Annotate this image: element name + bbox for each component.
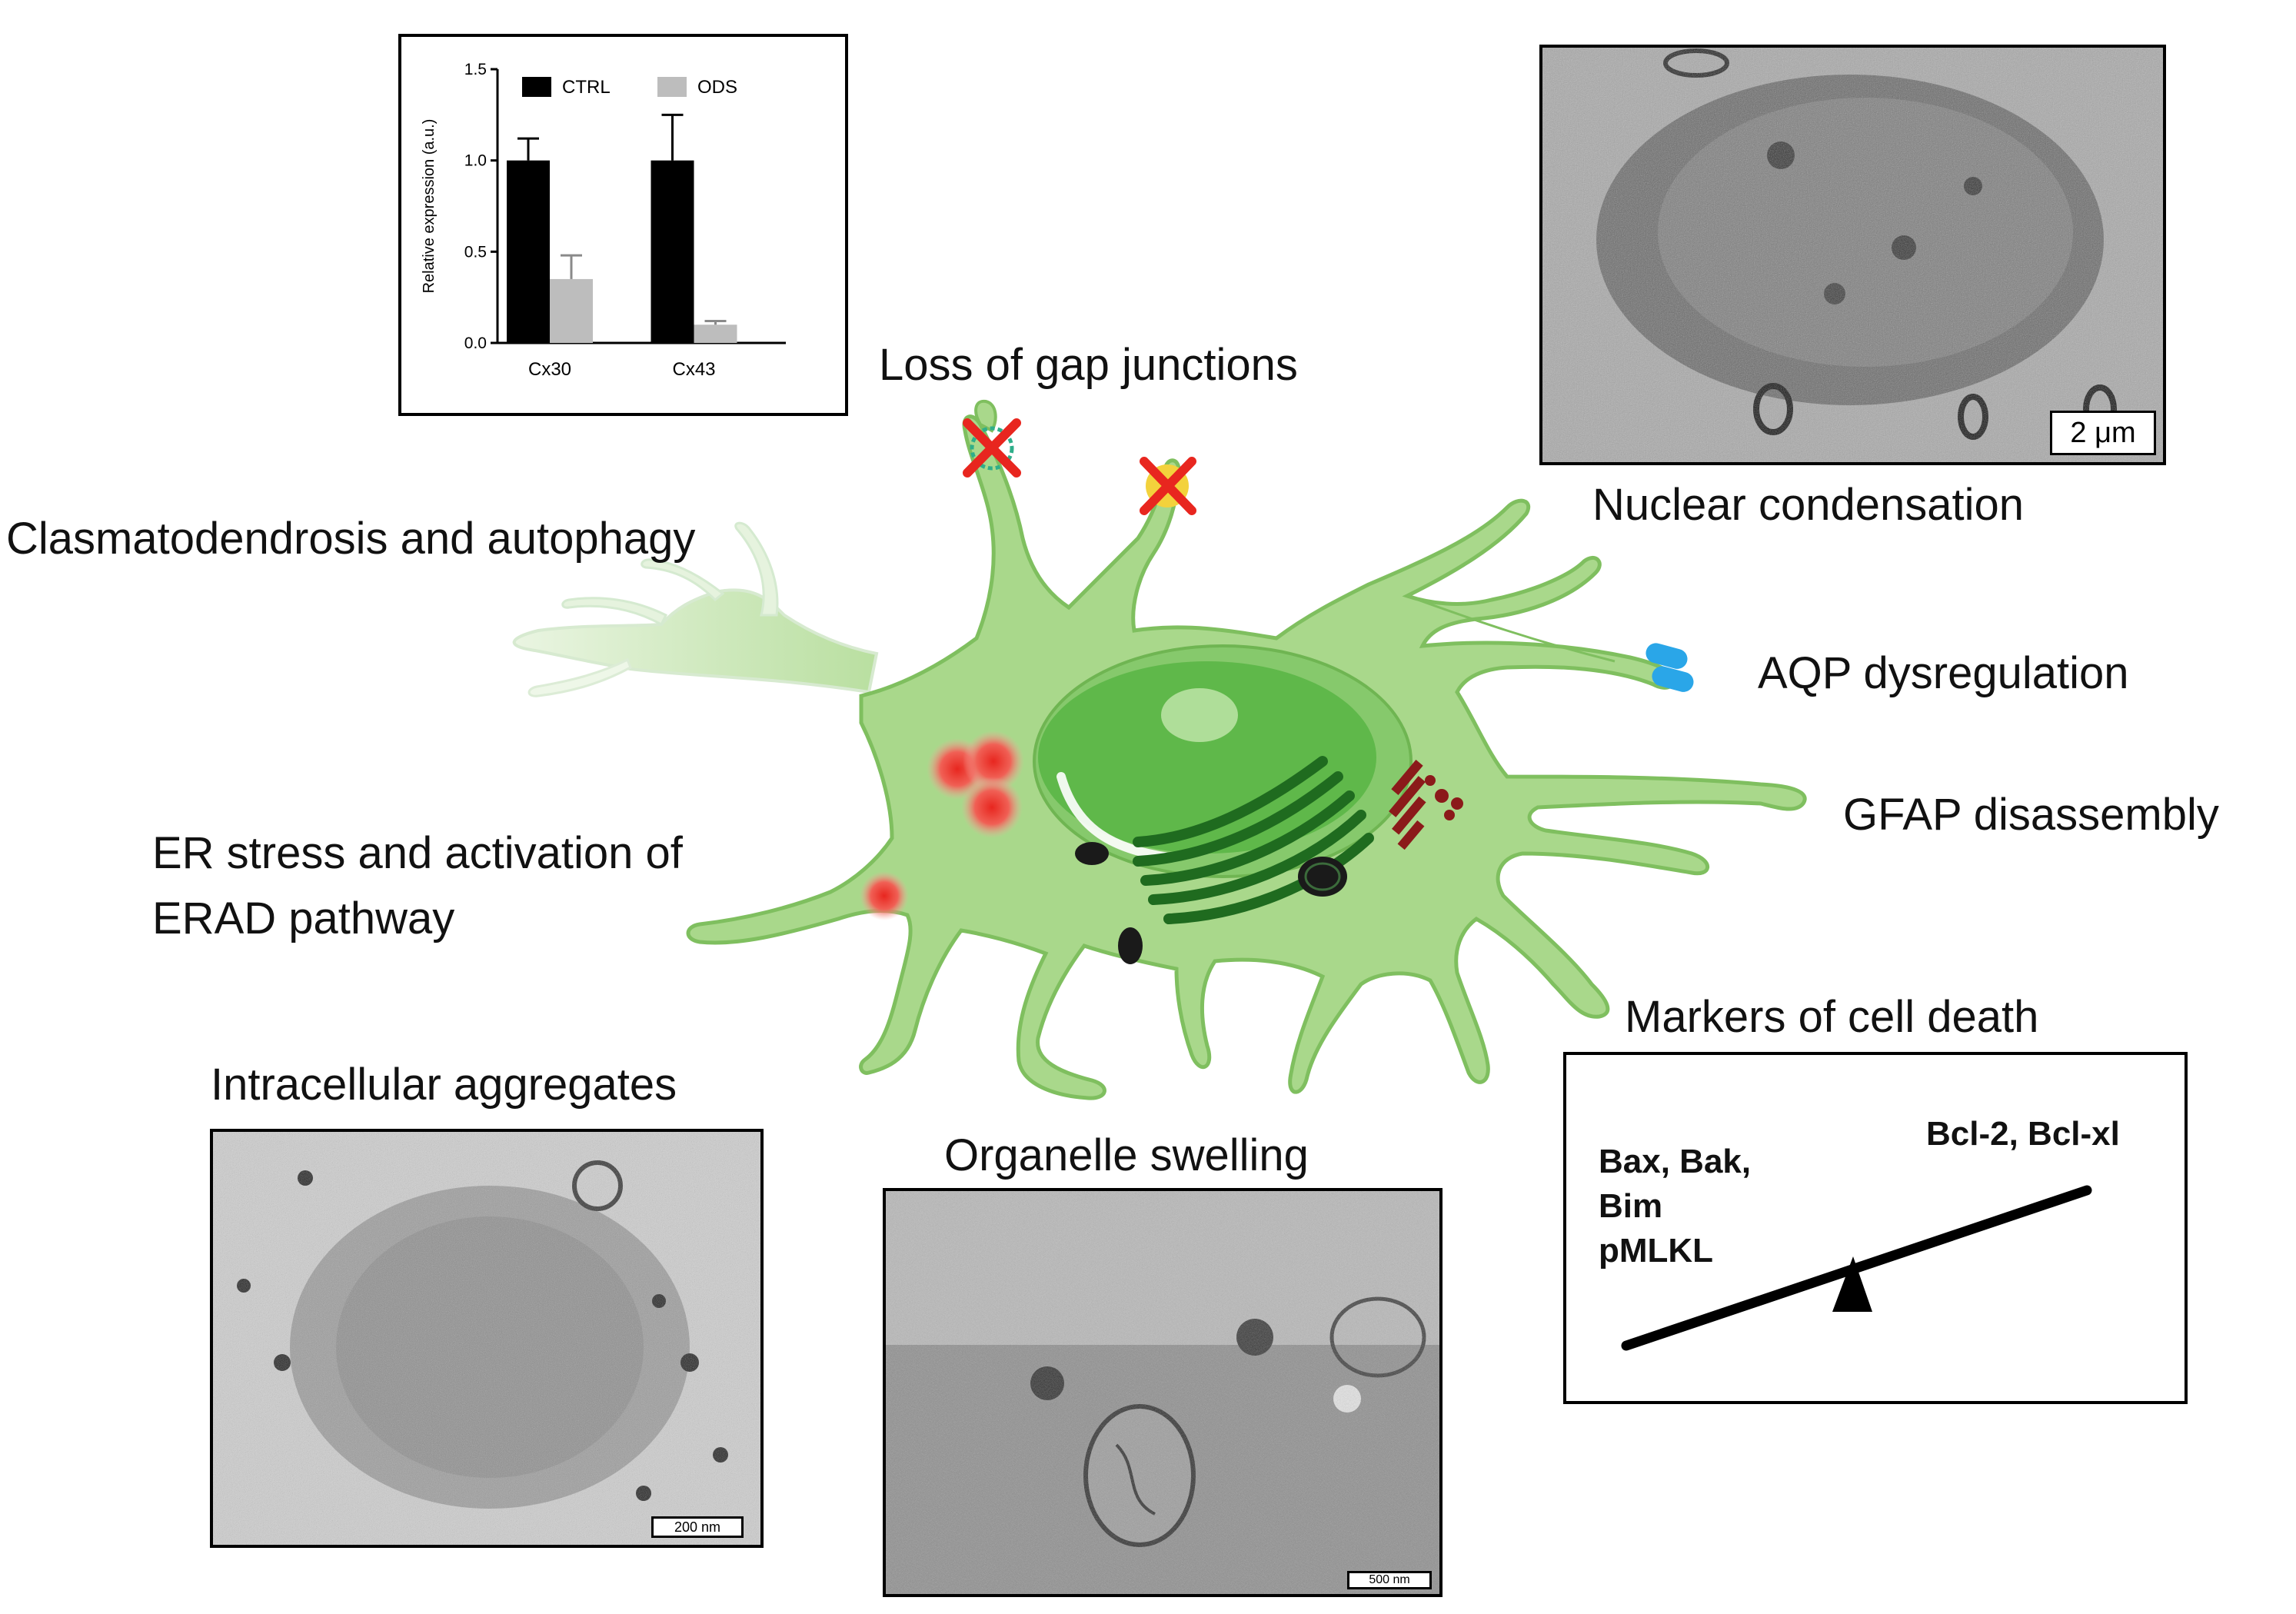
y-tick-label: 1.5 [464,61,487,78]
pro-death-line1: Bax, Bak, [1599,1143,1752,1180]
y-tick-label: 1.0 [464,152,487,170]
bar-ods-cx30 [550,278,593,343]
balance-scale [1621,1185,2092,1351]
triangle-fulcrum-icon [1832,1256,1872,1312]
pro-death-line2: Bim [1599,1187,1663,1225]
scale-bar-2um: 2 μm [2050,411,2156,455]
micrograph-intracellular-aggregates: 200 nm [210,1129,764,1548]
red-x-icon-2 [1140,457,1196,515]
y-axis-label: Relative expression (a.u.) [421,119,438,294]
label-nuclear-condensation: Nuclear condensation [1592,480,2025,530]
bar-ods-cx43 [694,324,737,343]
y-tick-label: 0.0 [464,334,487,352]
golgi-apparatus [1133,756,1374,924]
anti-death-markers: Bcl-2, Bcl-xl [1926,1115,2120,1153]
label-er-stress-line1: ER stress and activation of [152,828,683,878]
scale-bar-200nm: 200 nm [651,1516,744,1538]
micrograph-nuclear-condensation: 2 μm [1539,45,2166,465]
label-markers-of-cell-death: Markers of cell death [1625,992,2039,1042]
label-aqp-dysregulation: AQP dysregulation [1758,648,2129,698]
scale-bar-500nm: 500 nm [1347,1571,1432,1589]
gfap-filaments [1389,759,1463,850]
pro-death-line3: pMLKL [1599,1232,1714,1270]
pro-death-markers: Bax, Bak, Bim pMLKL [1599,1140,1751,1273]
label-loss-of-gap-junctions: Loss of gap junctions [879,340,1298,390]
mitochondria [1075,842,1347,964]
legend-swatch-ods [657,77,687,97]
x-tick-label: Cx30 [528,359,571,380]
label-er-stress-line2: ERAD pathway [152,894,455,943]
cell-death-balance-panel: Bax, Bak, Bim pMLKL Bcl-2, Bcl-xl [1563,1052,2188,1404]
label-organelle-swelling: Organelle swelling [944,1130,1309,1180]
micrograph-organelle-swelling: 500 nm [883,1188,1442,1597]
label-intracellular-aggregates: Intracellular aggregates [211,1060,677,1110]
legend-label-ctrl: CTRL [562,77,611,98]
aquaporin-icon [1645,643,1694,692]
bar-ctrl-cx30 [507,160,550,343]
label-gfap-disassembly: GFAP disassembly [1843,790,2219,840]
clasmatodendrosis-process [512,521,879,697]
y-tick-label: 0.5 [464,243,487,261]
bar-ctrl-cx43 [651,160,694,343]
er-stress-dots [860,730,1024,920]
legend-label-ods: ODS [697,77,737,98]
legend-swatch-ctrl [522,77,551,97]
red-x-icon [963,418,1021,478]
x-tick-label: Cx43 [672,359,715,380]
label-clasmatodendrosis: Clasmatodendrosis and autophagy [6,514,696,564]
